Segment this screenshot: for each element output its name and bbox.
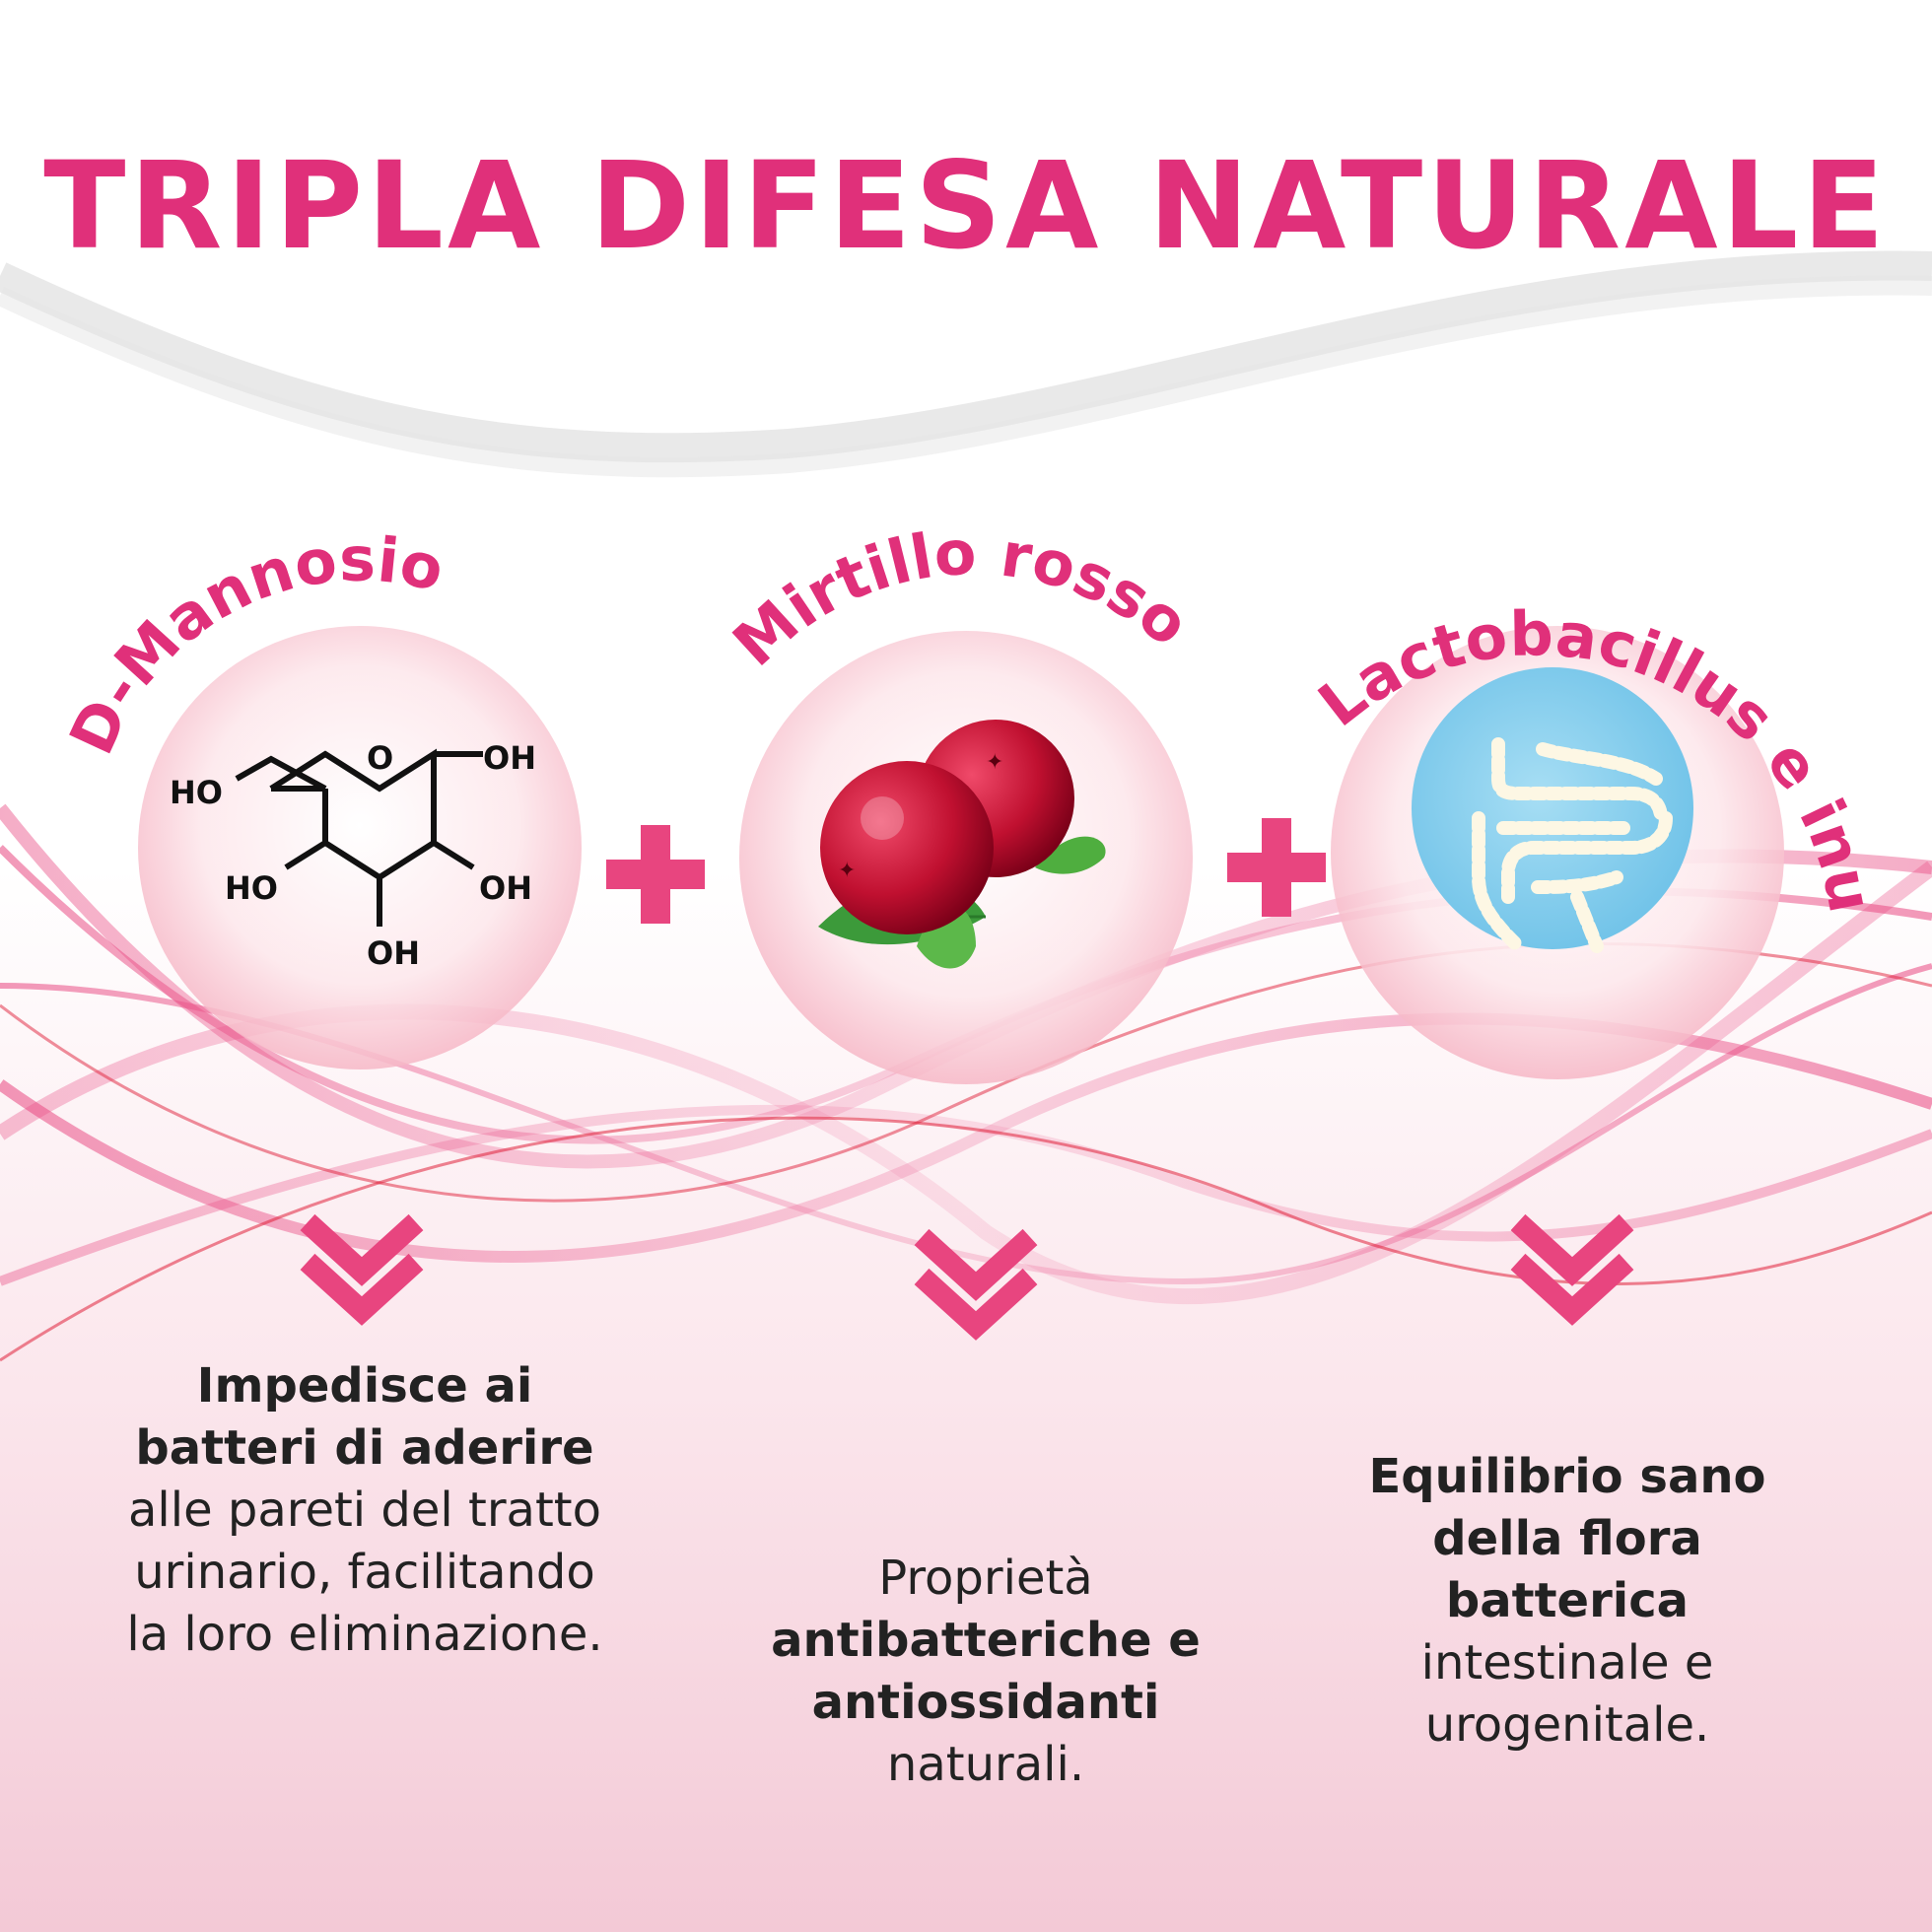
molecule-label-oh-bottom: OH (367, 934, 420, 972)
bubble-1 (138, 626, 582, 1070)
chevron-down-icon-3 (1510, 1213, 1634, 1326)
description-1-bold: Impedisce ai batteri di aderire (135, 1358, 594, 1476)
svg-text:✦: ✦ (986, 750, 1003, 775)
description-1-rest: alle pareti del tratto urinario, facilit… (126, 1483, 603, 1662)
molecule-label-o-ring: O (367, 739, 393, 777)
chevron-down-icon-1 (300, 1213, 424, 1326)
description-2: Proprietà antibatteriche e antiossidanti… (729, 1548, 1242, 1796)
description-2-rest: naturali. (886, 1737, 1085, 1792)
cranberry-icon: ✦ ✦ (818, 720, 1106, 969)
plus-icon-1 (606, 825, 705, 924)
description-3: Equilibrio sano della flora batterica in… (1321, 1446, 1814, 1757)
description-1: Impedisce ai batteri di aderire alle par… (108, 1355, 621, 1666)
chevron-down-icon-2 (914, 1228, 1038, 1341)
molecule-label-oh-right-top: OH (483, 739, 536, 777)
molecule-label-ho-top: HO (170, 774, 223, 811)
intestine-icon (1412, 667, 1693, 953)
description-3-bold: Equilibrio sano della flora batterica (1368, 1449, 1766, 1628)
description-3-rest: intestinale e urogenitale. (1420, 1635, 1714, 1753)
molecule-label-oh-right: OH (479, 869, 532, 907)
glucose-molecule-icon (235, 748, 483, 927)
molecule-label-ho-left: HO (225, 869, 278, 907)
description-2-bold: antibatteriche e antiossidanti (771, 1613, 1201, 1730)
description-2-pre: Proprietà (878, 1551, 1093, 1606)
svg-text:✦: ✦ (838, 859, 856, 883)
page-title: TRIPLA DIFESA NATURALE (43, 136, 1889, 276)
plus-icon-2 (1227, 818, 1326, 917)
